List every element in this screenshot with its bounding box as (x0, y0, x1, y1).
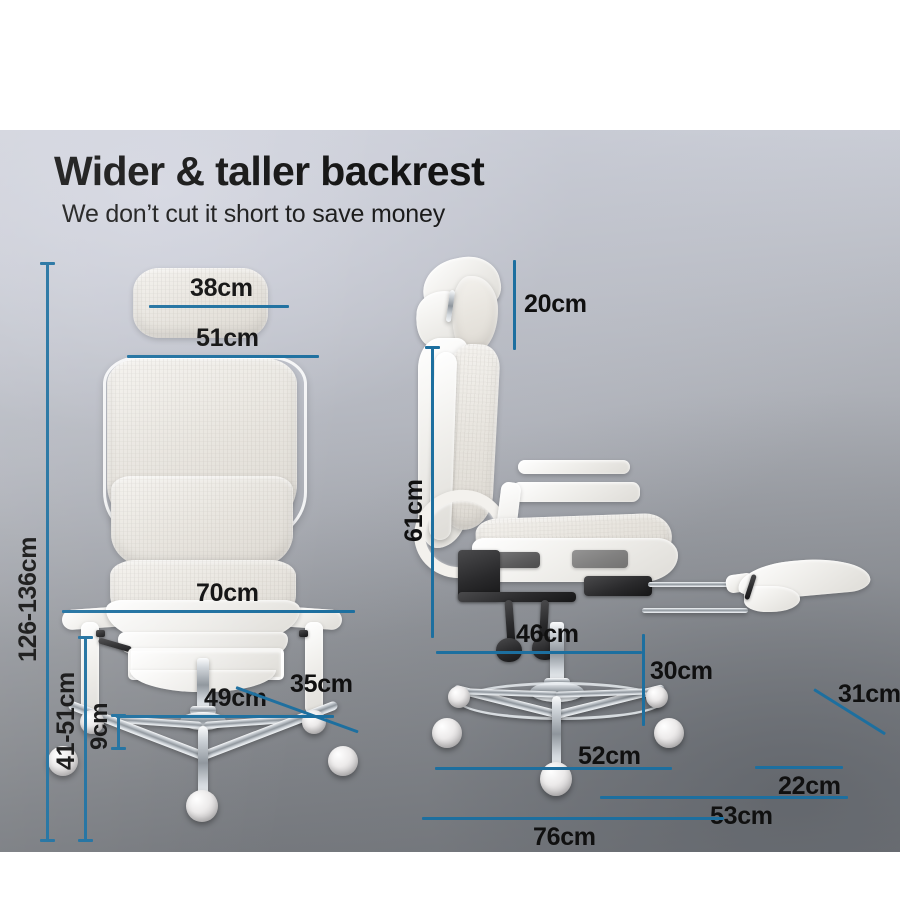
base-arm-s-front (552, 696, 561, 772)
mechanism-plate-side (584, 576, 652, 596)
caster-near-right (328, 746, 358, 776)
dimline-seat-depth (436, 651, 642, 654)
chair-front-view (0, 130, 400, 852)
dimline-seat-width (116, 715, 334, 718)
label-backrest-width: 51cm (196, 324, 259, 352)
dimline-overall-height (46, 262, 49, 842)
label-footrest-depth: 22cm (778, 772, 841, 800)
label-base-radius: 35cm (290, 670, 353, 698)
label-seat-depth: 46cm (516, 620, 579, 648)
tick-seat-thickness-bottom (111, 747, 126, 750)
armrest-right-button (299, 630, 308, 637)
dimline-backrest-width (127, 355, 319, 358)
gas-cylinder-front (197, 658, 209, 712)
tick-overall-height-top (40, 262, 55, 265)
label-seat-frame-depth: 52cm (578, 742, 641, 770)
dimline-headrest-width (149, 305, 289, 308)
seat-vent-left (496, 552, 540, 568)
dimline-overall-width (62, 610, 355, 613)
label-backrest-height: 61cm (400, 479, 428, 542)
seat-vent-right (572, 550, 628, 568)
diagram-canvas: Wider & taller backrest We don’t cut it … (0, 130, 900, 852)
armrest-side-pad (518, 460, 630, 474)
cylinder-collar-front (190, 706, 216, 715)
label-seat-back-height: 30cm (650, 657, 713, 685)
armrest-side-base (512, 482, 640, 502)
label-overall-height: 126-136cm (14, 536, 42, 662)
armrest-left-button (96, 630, 105, 637)
dimline-seat-back-height (642, 634, 645, 726)
page-title: Wider & taller backrest (54, 148, 485, 194)
dimline-seat-frame-depth (435, 767, 672, 770)
tick-backrest-height-top (425, 346, 440, 349)
tick-seat-thickness-top (111, 714, 126, 717)
chair-side-view (400, 130, 900, 852)
label-base-width: 76cm (533, 823, 596, 851)
tick-overall-height-bottom (40, 839, 55, 842)
dimline-base-width (422, 817, 724, 820)
label-seat-thickness: 9cm (86, 702, 113, 750)
tilt-knob-a (496, 638, 522, 662)
caster-near-left (48, 746, 78, 776)
tick-seat-height-top (78, 636, 93, 639)
caster-front (186, 790, 218, 822)
caster-s-near-right (654, 718, 684, 748)
label-extended-depth: 53cm (710, 802, 773, 830)
lumbar-support (111, 476, 293, 568)
label-headrest-height: 20cm (524, 290, 587, 318)
dimline-seat-thickness (117, 714, 120, 750)
mechanism-bar-side (458, 592, 576, 602)
footrest-rail-upper (648, 582, 734, 587)
label-overall-width: 70cm (196, 579, 259, 607)
page-subtitle: We don’t cut it short to save money (62, 200, 446, 228)
caster-s-near-left (432, 718, 462, 748)
tick-seat-height-bottom (78, 839, 93, 842)
dimline-headrest-height (513, 260, 516, 350)
armrest-right-post (305, 622, 323, 714)
label-footrest-length: 31cm (838, 680, 900, 708)
footrest-rail-lower (642, 608, 748, 613)
dimline-backrest-height (431, 346, 434, 638)
label-seat-height: 41-51cm (52, 672, 80, 770)
dimline-footrest-depth (755, 766, 843, 769)
footrest-heel (744, 586, 800, 612)
headrest-front (133, 268, 268, 338)
base-arm-center-front (198, 726, 208, 800)
back-bracket-side (458, 550, 500, 600)
dimline-seat-height (84, 636, 87, 842)
dimline-extended-depth (600, 796, 848, 799)
caster-s-far-right (646, 686, 668, 708)
label-headrest-width: 38cm (190, 274, 253, 302)
caster-s-far-left (448, 686, 470, 708)
